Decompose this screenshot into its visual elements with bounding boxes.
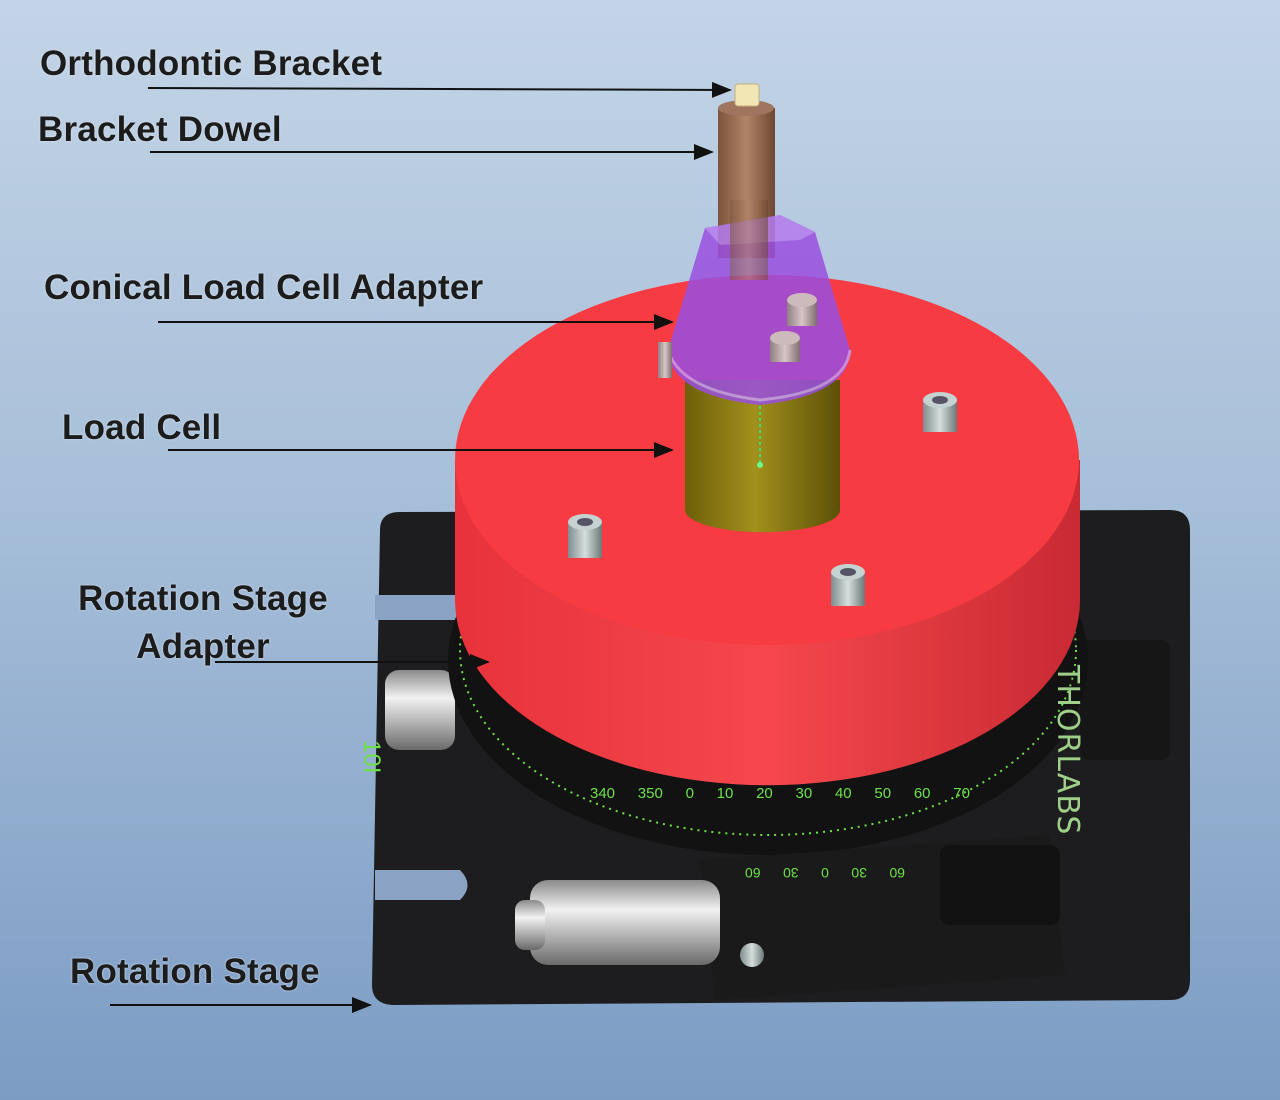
orthodontic-bracket [734, 83, 760, 107]
brand-marking: THORLABS [1050, 665, 1085, 836]
vernier-tick-label: 30 [851, 865, 867, 881]
dial-tick-label: 30 [795, 785, 813, 802]
conical-load-cell-adapter [658, 200, 852, 405]
dial-tick-label: 0 [685, 785, 694, 802]
dial-tick-label: 10 [716, 785, 734, 802]
dial-tick-label: 60 [913, 785, 931, 802]
label-line: Rotation Stage [78, 579, 328, 618]
model-marking: 10I [358, 740, 385, 774]
dial-tick-label: 340 [590, 785, 616, 802]
vernier-tick-label: 60 [745, 865, 761, 881]
label-load-cell: Load Cell [62, 408, 222, 447]
label-orthodontic-bracket: Orthodontic Bracket [40, 44, 383, 83]
label-line: Adapter [136, 627, 270, 666]
vernier-scale: 60 30 0 30 60 [745, 865, 905, 881]
dial-tick-label: 40 [834, 785, 852, 802]
vernier-tick-label: 60 [889, 865, 905, 881]
dial-tick-label: 350 [637, 785, 663, 802]
mounting-screws [568, 392, 957, 606]
label-rotation-stage-adapter: Rotation Stage Adapter [68, 575, 338, 671]
label-rotation-stage: Rotation Stage [70, 952, 320, 991]
dial-tick-label: 50 [874, 785, 892, 802]
dial-scale: 340 350 0 10 20 30 40 50 60 70 [590, 785, 970, 802]
micrometer [515, 835, 1065, 1000]
dial-tick-label: 20 [756, 785, 773, 802]
dial-tick-label: 70 [953, 785, 970, 802]
vernier-tick-label: 0 [821, 865, 829, 881]
label-conical-load-cell-adapter: Conical Load Cell Adapter [44, 268, 484, 307]
load-cell [685, 380, 840, 533]
vernier-tick-label: 30 [783, 865, 799, 881]
label-bracket-dowel: Bracket Dowel [38, 110, 282, 149]
